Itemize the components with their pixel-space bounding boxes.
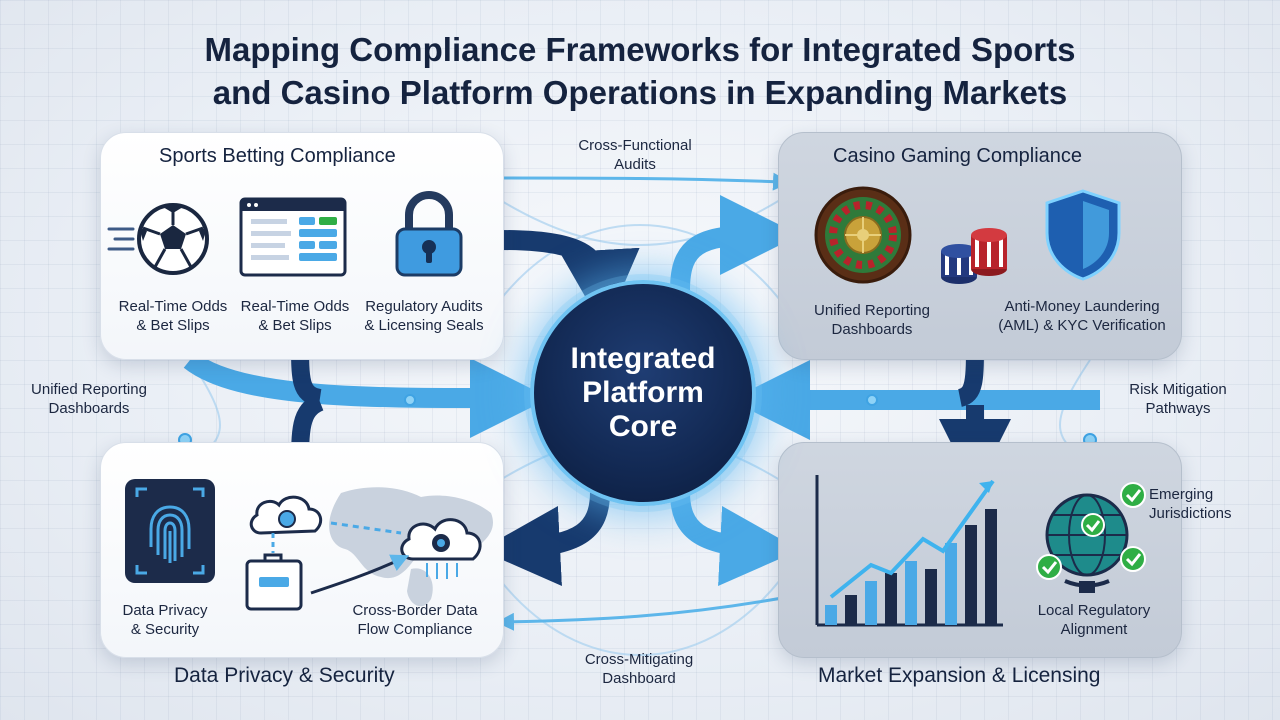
core-to-casino-arrow: [670, 195, 800, 291]
core-to-market-arrow: [670, 491, 800, 586]
integrated-platform-core: Integrated Platform Core: [530, 280, 756, 506]
market-expansion-panel: Emerging Jurisdictions Local Regulatory …: [778, 442, 1232, 658]
core-to-data-arrow: [480, 491, 610, 586]
sports-item-3-label: Regulatory Audits & Licensing Seals: [359, 297, 489, 335]
market-item-1-line-2: Jurisdictions: [1149, 505, 1232, 522]
sports-item-1-label: Real-Time Odds & Bet Slips: [113, 297, 233, 335]
casino-item-2-label: Anti-Money Laundering (AML) & KYC Verifi…: [987, 297, 1177, 335]
data-panel-title: Data Privacy & Security: [174, 664, 395, 687]
left-connector-line-2: Dashboards: [48, 400, 130, 417]
shield-icon: [1045, 189, 1121, 281]
core-line-2: Platform: [582, 376, 704, 409]
core-line-1: Integrated: [570, 342, 716, 375]
market-item-2-line-2: Alignment: [1060, 621, 1128, 638]
bottom-connector-line-1: Cross-Mitigating: [584, 651, 694, 668]
connector-node: [404, 394, 416, 406]
casino-item-1-line-1: Unified Reporting: [814, 302, 930, 319]
roulette-wheel-icon: [814, 186, 912, 284]
data-item-1-line-1: Data Privacy: [122, 602, 208, 619]
bet-slip-screen-icon: [239, 197, 347, 277]
market-panel-title: Market Expansion & Licensing: [818, 664, 1101, 687]
flow-curve: [499, 579, 781, 656]
globe-checkmarks-icon: [1036, 482, 1146, 593]
right-connector-label: Risk Mitigation Pathways: [1108, 380, 1248, 418]
fingerprint-icon: [125, 479, 215, 583]
sports-panel-title: Sports Betting Compliance: [159, 145, 396, 167]
core-line-3: Core: [608, 410, 678, 443]
top-connector-label: Cross-Functional Audits: [560, 136, 710, 174]
market-item-1-label: Emerging Jurisdictions: [1149, 485, 1249, 523]
padlock-icon: [395, 191, 463, 277]
sports-to-core-arrow: [499, 230, 640, 330]
data-item-2-label: Cross-Border Data Flow Compliance: [335, 601, 495, 639]
casino-item-2-line-1: Anti-Money Laundering: [1004, 298, 1160, 315]
casino-gaming-panel: Casino Gaming Compliance Unified Reporti…: [778, 132, 1182, 360]
cloud-world-map-icon: [245, 487, 493, 611]
sports-item-1-line-1: Real-Time Odds: [118, 298, 228, 315]
market-item-2-line-1: Local Regulatory: [1037, 602, 1151, 619]
top-connector-line-1: Cross-Functional: [578, 137, 692, 154]
casino-item-1-label: Unified Reporting Dashboards: [787, 301, 957, 339]
right-connector-line-2: Pathways: [1145, 400, 1211, 417]
page-title: Mapping Compliance Frameworks for Integr…: [0, 28, 1280, 114]
page-title-line-1: Mapping Compliance Frameworks for Integr…: [204, 31, 1076, 68]
bottom-connector-label: Cross-Mitigating Dashboard: [564, 650, 714, 688]
bottom-connector-arrow: [496, 596, 783, 631]
sports-item-2-label: Real-Time Odds & Bet Slips: [235, 297, 355, 335]
sports-item-2-line-2: & Bet Slips: [258, 317, 332, 334]
core-label: Integrated Platform Core: [570, 342, 715, 444]
top-connector-arrow: [494, 172, 791, 191]
data-item-2-line-1: Cross-Border Data: [352, 602, 478, 619]
sports-item-1-line-2: & Bet Slips: [136, 317, 210, 334]
sports-item-3-line-1: Regulatory Audits: [365, 298, 483, 315]
top-connector-line-2: Audits: [614, 156, 656, 173]
left-to-core-arrow: [183, 351, 550, 439]
growth-bar-chart-icon: [815, 475, 1003, 627]
casino-item-1-line-2: Dashboards: [831, 321, 913, 338]
casino-panel-title: Casino Gaming Compliance: [833, 145, 1083, 167]
market-item-2-label: Local Regulatory Alignment: [1019, 601, 1169, 639]
bottom-connector-line-2: Dashboard: [602, 670, 676, 687]
market-item-1-line-1: Emerging: [1149, 486, 1214, 503]
soccer-ball-icon: [107, 203, 209, 275]
data-item-1-line-2: & Security: [130, 621, 200, 638]
right-connector-line-1: Risk Mitigation: [1129, 381, 1227, 398]
sports-item-3-line-2: & Licensing Seals: [364, 317, 484, 334]
data-item-1-label: Data Privacy & Security: [105, 601, 225, 639]
casino-chips-icon: [941, 228, 1007, 284]
connector-node: [866, 394, 878, 406]
sports-item-2-line-1: Real-Time Odds: [240, 298, 350, 315]
page-title-line-2: and Casino Platform Operations in Expand…: [212, 74, 1068, 111]
casino-item-2-line-2: (AML) & KYC Verification: [998, 317, 1166, 334]
left-connector-label: Unified Reporting Dashboards: [14, 380, 164, 418]
left-connector-line-1: Unified Reporting: [31, 381, 147, 398]
sports-betting-panel: Sports Betting Compliance Real-Time Odds: [100, 132, 504, 360]
data-privacy-panel: Data Privacy & Security Cross-Border Dat…: [100, 442, 504, 658]
data-item-2-line-2: Flow Compliance: [357, 621, 473, 638]
